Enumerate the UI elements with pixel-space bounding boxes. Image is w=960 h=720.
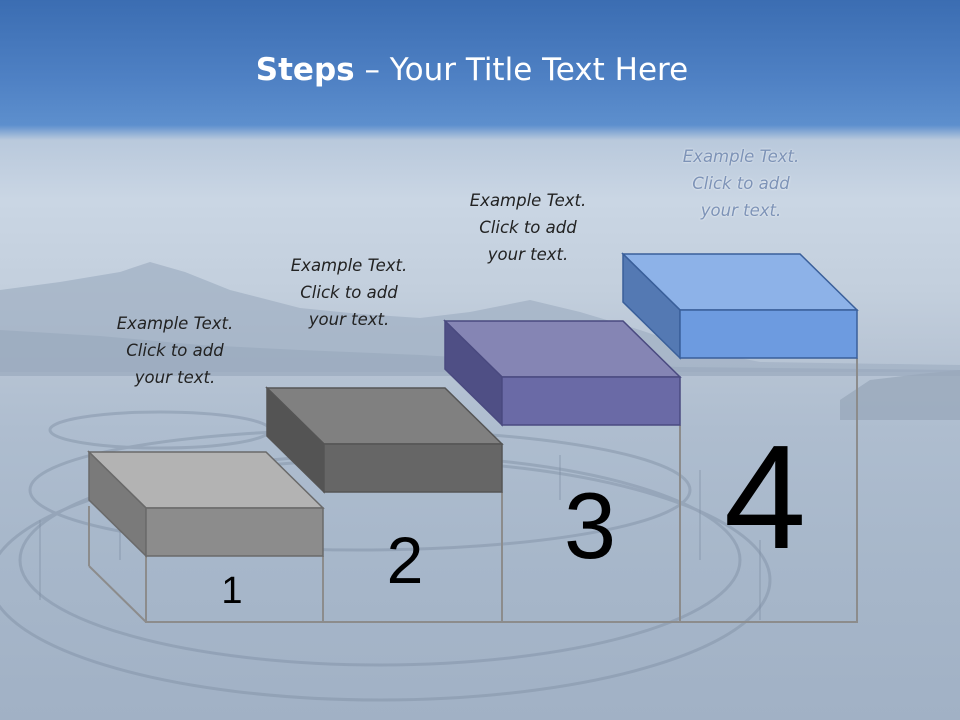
step-caption-2-line-1: Example Text. — [290, 256, 408, 275]
step-block-2[interactable] — [265, 386, 504, 494]
step-caption-4-line-2: Click to add — [692, 174, 790, 193]
step-block-1[interactable] — [87, 450, 325, 558]
step-number-2: 2 — [386, 523, 424, 597]
title-bold: Steps — [255, 52, 355, 88]
step-caption-1-line-3: your text. — [134, 368, 216, 387]
step-block-3[interactable] — [443, 319, 682, 427]
step-number-4: 4 — [723, 415, 807, 580]
step-caption-3-line-3: your text. — [487, 245, 569, 264]
step-caption-2-line-3: your text. — [308, 310, 390, 329]
step-number-1: 1 — [221, 570, 243, 612]
step-caption-2[interactable]: Example Text. Click to add your text. — [259, 252, 439, 333]
title-rest: – Your Title Text Here — [354, 52, 689, 88]
step-caption-1-line-2: Click to add — [126, 341, 224, 360]
step-caption-1-line-1: Example Text. — [116, 314, 234, 333]
step-caption-3-line-1: Example Text. — [469, 191, 587, 210]
slide-title[interactable]: Steps – Your Title Text Here — [0, 52, 944, 88]
step-caption-3-line-2: Click to add — [479, 218, 577, 237]
step-number-3: 3 — [563, 473, 617, 578]
step-caption-3[interactable]: Example Text. Click to add your text. — [438, 187, 618, 268]
step-caption-4[interactable]: Example Text. Click to add your text. — [651, 143, 831, 224]
step-caption-2-line-2: Click to add — [300, 283, 398, 302]
step-caption-4-line-1: Example Text. — [682, 147, 800, 166]
step-block-4[interactable] — [621, 252, 859, 360]
step-caption-1[interactable]: Example Text. Click to add your text. — [85, 310, 265, 391]
step-left-diagonal — [88, 565, 147, 623]
step-caption-4-line-3: your text. — [700, 201, 782, 220]
